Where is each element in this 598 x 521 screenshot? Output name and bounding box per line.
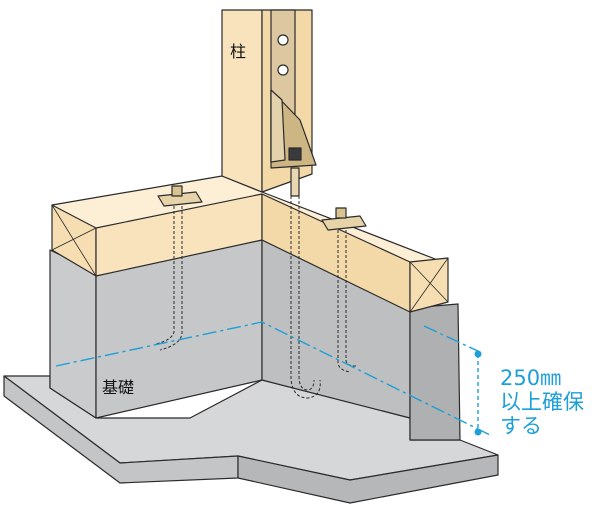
footing-side-face <box>237 454 499 504</box>
column-front-face <box>221 9 263 193</box>
sill-end-left-x2 <box>51 227 97 251</box>
anchor-bolt-left <box>155 185 203 351</box>
hold-down-hardware <box>270 9 321 399</box>
bolt-embedded-left <box>155 206 183 351</box>
strap-bolt-hole-1 <box>277 34 289 46</box>
bolt-nut-right <box>335 207 347 219</box>
dimension-note-line1: 以上確保 <box>500 390 584 415</box>
dimension-note-line2: する <box>500 414 542 439</box>
stem-wall-front <box>49 249 97 419</box>
sill-end-right-x2 <box>409 257 449 313</box>
hold-down-bracket-face <box>270 89 286 163</box>
washer-plate-left <box>157 191 203 207</box>
sill-end-right-x1 <box>409 261 449 303</box>
ground-line-dash-dot <box>55 321 493 437</box>
dimension-endpoint-top <box>474 350 482 358</box>
bolt-nut-left <box>171 185 183 197</box>
top-reference-line <box>423 325 481 353</box>
strap-bolt-hole-2 <box>277 64 289 76</box>
column-label: 柱 <box>230 42 247 61</box>
dimension-annotation: 250㎜ 以上確保 する <box>500 366 584 438</box>
dimension-value: 250㎜ <box>500 366 562 390</box>
hold-down-nut <box>288 147 302 161</box>
bolt-embedded-right <box>337 230 357 373</box>
washer-plate-right <box>321 215 367 231</box>
anchor-bolt-right <box>321 207 367 373</box>
dimension-endpoint-bottom <box>474 428 482 436</box>
hold-down-j-bolt-embedded <box>290 196 321 399</box>
dimension-lines <box>55 321 493 437</box>
stem-wall-end-face <box>409 303 461 441</box>
sill-end-left-x1 <box>51 204 97 277</box>
hold-down-rod <box>290 167 300 197</box>
foundation-label: 基礎 <box>102 378 135 397</box>
